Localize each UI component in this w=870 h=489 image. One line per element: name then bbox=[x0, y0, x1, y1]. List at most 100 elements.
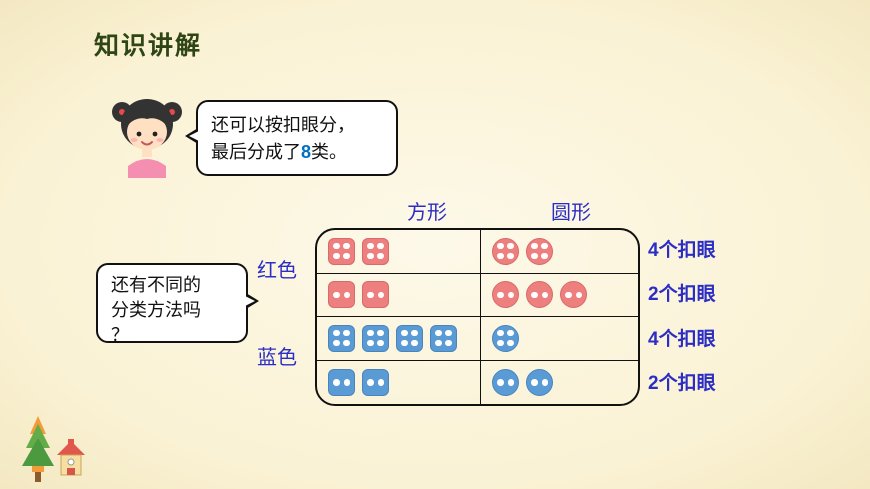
buttonhole-dot bbox=[435, 339, 442, 347]
table-cell-blue-circle bbox=[481, 317, 638, 361]
button-table bbox=[315, 228, 640, 406]
table-cell-blue-circle bbox=[481, 361, 638, 405]
house-clipart bbox=[56, 437, 86, 484]
buttonhole-dot bbox=[333, 291, 340, 298]
buttonhole-dot bbox=[411, 339, 418, 347]
buttonhole-dot bbox=[541, 242, 548, 250]
buttonhole-dot bbox=[401, 339, 408, 347]
buttonhole-dot bbox=[377, 329, 384, 337]
buttonhole-dot bbox=[367, 379, 374, 386]
buttonhole-dot bbox=[531, 242, 538, 250]
red-circle-button-2holes bbox=[492, 281, 519, 309]
buttonhole-dot bbox=[377, 242, 384, 250]
red-square-button-2holes bbox=[362, 281, 389, 309]
bubble-text: 还可以按扣眼分， bbox=[211, 115, 355, 135]
buttonhole-dot bbox=[333, 379, 340, 386]
red-square-button-4holes bbox=[328, 237, 355, 265]
buttonhole-dot bbox=[367, 291, 374, 298]
buttonhole-dot bbox=[565, 291, 572, 298]
blue-circle-button-2holes bbox=[492, 368, 519, 396]
red-square-button-2holes bbox=[328, 281, 355, 309]
buttonhole-dot bbox=[401, 329, 408, 337]
buttonhole-dot bbox=[435, 329, 442, 337]
bubble-question-line-3: ？ bbox=[111, 325, 129, 345]
buttonhole-dot bbox=[343, 291, 350, 298]
row-group-label-red: 红色 bbox=[257, 260, 297, 282]
buttonhole-dot bbox=[497, 379, 504, 386]
girl-avatar-graphic bbox=[112, 99, 182, 178]
buttonhole-dot bbox=[333, 242, 340, 250]
blue-square-button-4holes bbox=[362, 324, 389, 352]
buttonhole-dot bbox=[531, 291, 538, 298]
buttonhole-dot bbox=[497, 242, 504, 250]
buttonhole-dot bbox=[507, 252, 514, 260]
table-cell-blue-square bbox=[317, 317, 481, 361]
buttonhole-dot bbox=[541, 379, 548, 386]
blue-circle-button-4holes bbox=[492, 324, 519, 352]
bubble-question-line-2: 分类方法吗 bbox=[111, 300, 201, 320]
buttonhole-dot bbox=[367, 329, 374, 337]
buttonhole-dot bbox=[343, 242, 350, 250]
table-cell-blue-square bbox=[317, 360, 481, 404]
table-cell-red-square bbox=[317, 273, 481, 317]
buttonhole-dot bbox=[541, 252, 548, 260]
buttonhole-dot bbox=[507, 379, 514, 386]
buttonhole-dot bbox=[411, 329, 418, 337]
bubble-hint-line-1: 还可以按扣眼分， bbox=[211, 112, 383, 139]
girl-avatar bbox=[108, 88, 186, 178]
speech-bubble-hint: 还可以按扣眼分， 最后分成了8类。 bbox=[185, 100, 398, 176]
holes-count-label-1: 4个扣眼 bbox=[648, 240, 716, 261]
page-title: 知识讲解 bbox=[94, 32, 203, 60]
buttonhole-dot bbox=[445, 339, 452, 347]
buttonhole-dot bbox=[507, 291, 514, 298]
buttonhole-dot bbox=[343, 329, 350, 337]
buttonhole-dot bbox=[575, 291, 582, 298]
holes-count-label-2: 2个扣眼 bbox=[648, 284, 716, 305]
blue-square-button-4holes bbox=[328, 324, 355, 352]
red-circle-button-2holes bbox=[526, 281, 553, 309]
highlight-number: 8 bbox=[301, 142, 312, 162]
red-circle-button-4holes bbox=[492, 237, 519, 265]
blue-square-button-2holes bbox=[328, 368, 355, 396]
buttonhole-dot bbox=[333, 339, 340, 347]
blue-square-button-4holes bbox=[430, 324, 457, 352]
buttonhole-dot bbox=[367, 339, 374, 347]
holes-count-label-3: 4个扣眼 bbox=[648, 329, 716, 350]
bubble-question-line-1: 还有不同的 bbox=[111, 275, 201, 295]
bubble-text: 类。 bbox=[311, 142, 348, 162]
tree-rocket-graphic bbox=[22, 416, 54, 482]
house-graphic bbox=[57, 439, 85, 476]
buttonhole-dot bbox=[367, 252, 374, 260]
buttonhole-dot bbox=[497, 291, 504, 298]
buttonhole-dot bbox=[377, 252, 384, 260]
bubble-hint-line-2: 最后分成了8类。 bbox=[211, 139, 383, 166]
buttonhole-dot bbox=[531, 379, 538, 386]
buttonhole-dot bbox=[377, 379, 384, 386]
bubble-text: 最后分成了 bbox=[211, 142, 301, 162]
buttonhole-dot bbox=[377, 291, 384, 298]
buttonhole-dot bbox=[541, 291, 548, 298]
buttonhole-dot bbox=[343, 339, 350, 347]
table-cell-red-circle bbox=[481, 274, 638, 317]
buttonhole-dot bbox=[507, 339, 514, 347]
buttonhole-dot bbox=[497, 329, 504, 337]
blue-circle-button-2holes bbox=[526, 368, 553, 396]
buttonhole-dot bbox=[507, 242, 514, 250]
blue-square-button-4holes bbox=[396, 324, 423, 352]
tree-rocket-clipart bbox=[18, 414, 58, 487]
buttonhole-dot bbox=[497, 339, 504, 347]
buttonhole-dot bbox=[333, 252, 340, 260]
blue-square-button-2holes bbox=[362, 368, 389, 396]
buttonhole-dot bbox=[445, 329, 452, 337]
buttonhole-dot bbox=[377, 339, 384, 347]
row-group-label-blue: 蓝色 bbox=[257, 347, 297, 369]
buttonhole-dot bbox=[531, 252, 538, 260]
holes-count-label-4: 2个扣眼 bbox=[648, 373, 716, 394]
buttonhole-dot bbox=[497, 252, 504, 260]
speech-bubble-question: 还有不同的 分类方法吗 ？ bbox=[96, 263, 259, 345]
table-cell-red-circle bbox=[481, 230, 638, 274]
buttonhole-dot bbox=[343, 252, 350, 260]
red-circle-button-2holes bbox=[560, 281, 587, 309]
table-cell-red-square bbox=[317, 230, 481, 274]
